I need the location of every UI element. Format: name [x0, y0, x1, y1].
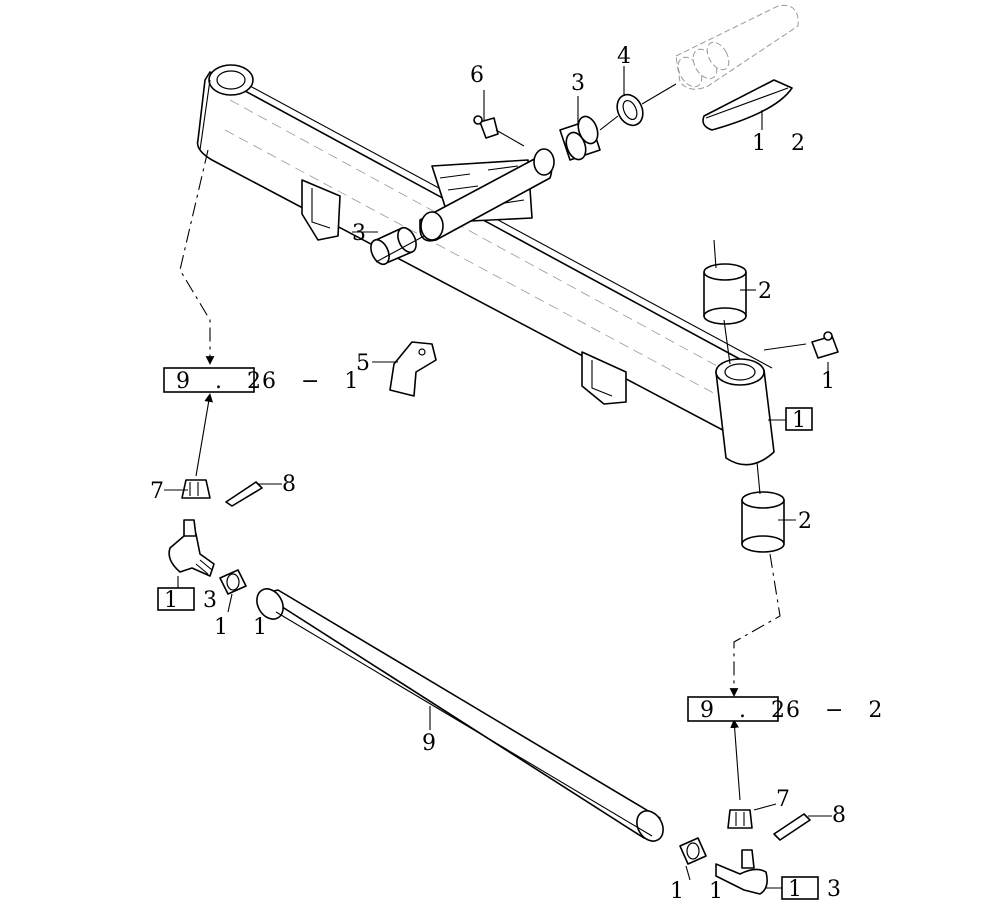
leader-lines: [164, 66, 832, 889]
reference-box-left: 9 . 2 6 − 1: [163, 367, 367, 394]
half-shell-12: [702, 79, 793, 131]
reference-arrows: [179, 149, 781, 801]
tie-rod-end-right: [715, 809, 811, 895]
label-12: 1 2: [752, 131, 814, 156]
tie-rod-tube-9: [256, 588, 664, 842]
label-8-left: 8: [282, 472, 297, 497]
ghost-axle-shaft: [675, 4, 799, 90]
bushing-3-top: [559, 115, 601, 161]
front-axle-frame: [196, 64, 775, 466]
reference-text-right: 9 . 2: [700, 698, 794, 723]
label-1-boxed: 1: [792, 408, 807, 433]
pivot-gusset-plate: [419, 148, 555, 242]
washer-4: [616, 93, 644, 127]
reference-frame-left: [163, 367, 255, 393]
part-labels: 6 3 4 1 2 3 2 1 1 5 2 7 8 1 3 1 1 9 7 8 …: [150, 44, 850, 904]
reference-text-left: 9 . 2: [176, 369, 270, 394]
reference-box-right: 9 . 2 6 − 2: [687, 696, 891, 723]
label-5: 5: [356, 351, 371, 376]
label-2-top: 2: [758, 279, 773, 304]
boxed-callout-13-right: [781, 876, 819, 900]
label-13-right: 1 3: [788, 877, 850, 902]
nut-11-left: [219, 569, 247, 595]
label-4: 4: [617, 44, 632, 69]
bushing-3-mid: [370, 226, 417, 266]
bushing-2-top: [703, 263, 747, 325]
boxed-callout-1: [785, 407, 813, 431]
label-8-right: 8: [832, 803, 847, 828]
label-1: 1: [821, 369, 836, 394]
label-7-left: 7: [150, 479, 165, 504]
bracket-5: [389, 341, 437, 397]
label-2-bottom: 2: [798, 509, 813, 534]
label-7-right: 7: [776, 787, 791, 812]
label-9: 9: [422, 731, 437, 756]
grease-nipple-6: [473, 115, 499, 139]
bushing-2-bottom: [741, 491, 785, 553]
label-3-mid: 3: [352, 221, 367, 246]
label-3-top: 3: [571, 71, 586, 96]
label-13-left: 1 3: [164, 588, 226, 613]
tie-rod-end-left: [168, 479, 263, 577]
label-11-left: 1 1: [214, 615, 276, 640]
label-11-right: 1 1: [670, 879, 732, 904]
grease-nipple-1: [811, 331, 839, 359]
reference-suffix-left: 6 − 1: [262, 369, 367, 394]
reference-suffix-right: 6 − 2: [786, 698, 891, 723]
label-6: 6: [470, 63, 485, 88]
reference-frame-right: [687, 696, 779, 722]
nut-11-right: [679, 837, 707, 865]
boxed-callout-13-left: [157, 587, 195, 611]
